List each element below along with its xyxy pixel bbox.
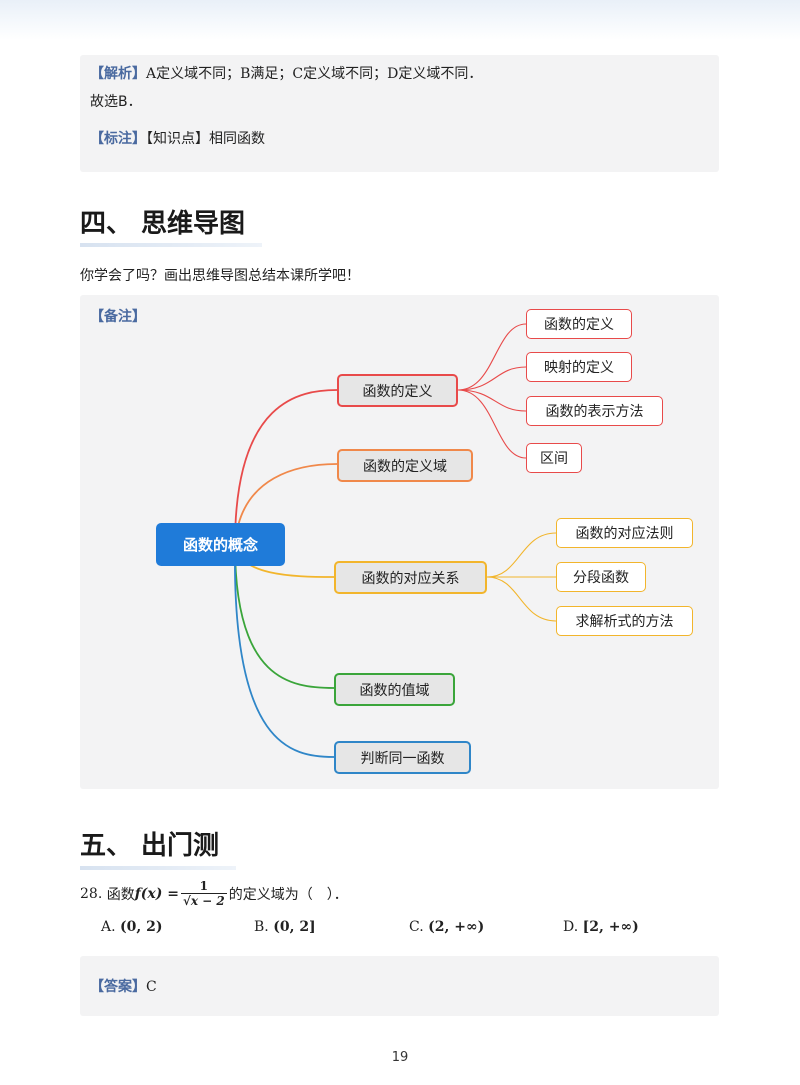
option-d-letter: D. xyxy=(563,919,579,935)
annotation-tag: 【标注】 xyxy=(90,131,146,147)
section-prompt: 你学会了吗？画出思维导图总结本课所学吧！ xyxy=(80,268,360,284)
option-d[interactable]: D. [2, +∞) xyxy=(563,919,639,935)
mindmap-branch-domain: 函数的定义域 xyxy=(337,449,473,482)
fraction-numerator: 1 xyxy=(180,880,227,894)
heading-underline xyxy=(80,243,262,247)
section-heading-mindmap: 四、 思维导图 xyxy=(80,209,246,239)
section-heading-exit-test: 五、 出门测 xyxy=(80,831,220,861)
connector-branch-1-child-4 xyxy=(457,389,527,459)
mindmap-leaf-function-definition: 函数的定义 xyxy=(526,309,632,339)
note-tag-text: 【备注】 xyxy=(90,309,146,325)
connector-branch-1-child-2 xyxy=(457,366,527,391)
option-c-letter: C. xyxy=(409,919,424,935)
analysis-tag: 【解析】 xyxy=(90,66,146,82)
analysis-line: 【解析】A定义域不同；B满足；C定义域不同；D定义域不同． xyxy=(90,63,482,83)
mindmap-branch-range: 函数的值域 xyxy=(334,673,455,706)
annotation-text: 【知识点】相同函数 xyxy=(146,131,265,147)
page-number: 19 xyxy=(391,1050,409,1065)
option-b-value: (0, 2] xyxy=(273,919,316,935)
analysis-box: 【解析】A定义域不同；B满足；C定义域不同；D定义域不同． 故选B． 【标注】【… xyxy=(80,55,719,172)
mindmap-leaf-expression-method: 求解析式的方法 xyxy=(556,606,693,636)
answer-tag: 【答案】 xyxy=(90,979,146,995)
answer-box: 【答案】C xyxy=(80,956,719,1016)
option-c[interactable]: C. (2, +∞) xyxy=(409,919,484,935)
option-a-value: (0, 2) xyxy=(120,919,163,935)
option-a[interactable]: A. (0, 2) xyxy=(101,919,163,935)
question-number: 28. xyxy=(80,886,103,902)
annotation-line: 【标注】【知识点】相同函数 xyxy=(90,128,265,148)
page-top-band xyxy=(0,0,800,40)
connector-root-branch-5 xyxy=(234,544,335,758)
conclusion-text: 故选B． xyxy=(90,94,142,110)
answer-value: C xyxy=(146,979,157,995)
option-c-value: (2, +∞) xyxy=(428,919,485,935)
option-b[interactable]: B. (0, 2] xyxy=(254,919,316,935)
mindmap-branch-correspondence: 函数的对应关系 xyxy=(334,561,487,594)
mindmap-leaf-representation: 函数的表示方法 xyxy=(526,396,663,426)
question-text-post: 的定义域为（ ）． xyxy=(228,887,348,903)
mindmap-branch-same-function: 判断同一函数 xyxy=(334,741,471,774)
option-a-letter: A. xyxy=(101,919,116,935)
mindmap-leaf-piecewise: 分段函数 xyxy=(556,562,646,592)
function-expression: f(x) = xyxy=(134,886,179,902)
fraction: 1 √x − 2 xyxy=(180,880,227,908)
note-tag: 【备注】 xyxy=(90,306,146,326)
option-b-letter: B. xyxy=(254,919,269,935)
connector-root-branch-4 xyxy=(234,544,335,689)
connector-branch-1-child-1 xyxy=(457,323,527,391)
mindmap-leaf-interval: 区间 xyxy=(526,443,582,473)
mindmap-branch-definition: 函数的定义 xyxy=(337,374,458,407)
connector-branch-1-child-3 xyxy=(457,389,527,412)
mindmap-leaf-correspondence-rule: 函数的对应法则 xyxy=(556,518,693,548)
connector-branch-3-child-3 xyxy=(486,576,557,622)
fraction-denominator: √x − 2 xyxy=(182,894,225,908)
question-text-pre: 函数 xyxy=(106,887,135,903)
mindmap-root-node: 函数的概念 xyxy=(156,523,285,566)
heading-underline xyxy=(80,866,236,870)
mindmap-leaf-mapping-definition: 映射的定义 xyxy=(526,352,632,382)
answer-line: 【答案】C xyxy=(90,976,157,996)
connector-branch-3-child-1 xyxy=(486,532,557,578)
connector-root-branch-1 xyxy=(234,389,338,546)
analysis-text: A定义域不同；B满足；C定义域不同；D定义域不同． xyxy=(146,66,483,82)
option-d-value: [2, +∞) xyxy=(582,919,639,935)
